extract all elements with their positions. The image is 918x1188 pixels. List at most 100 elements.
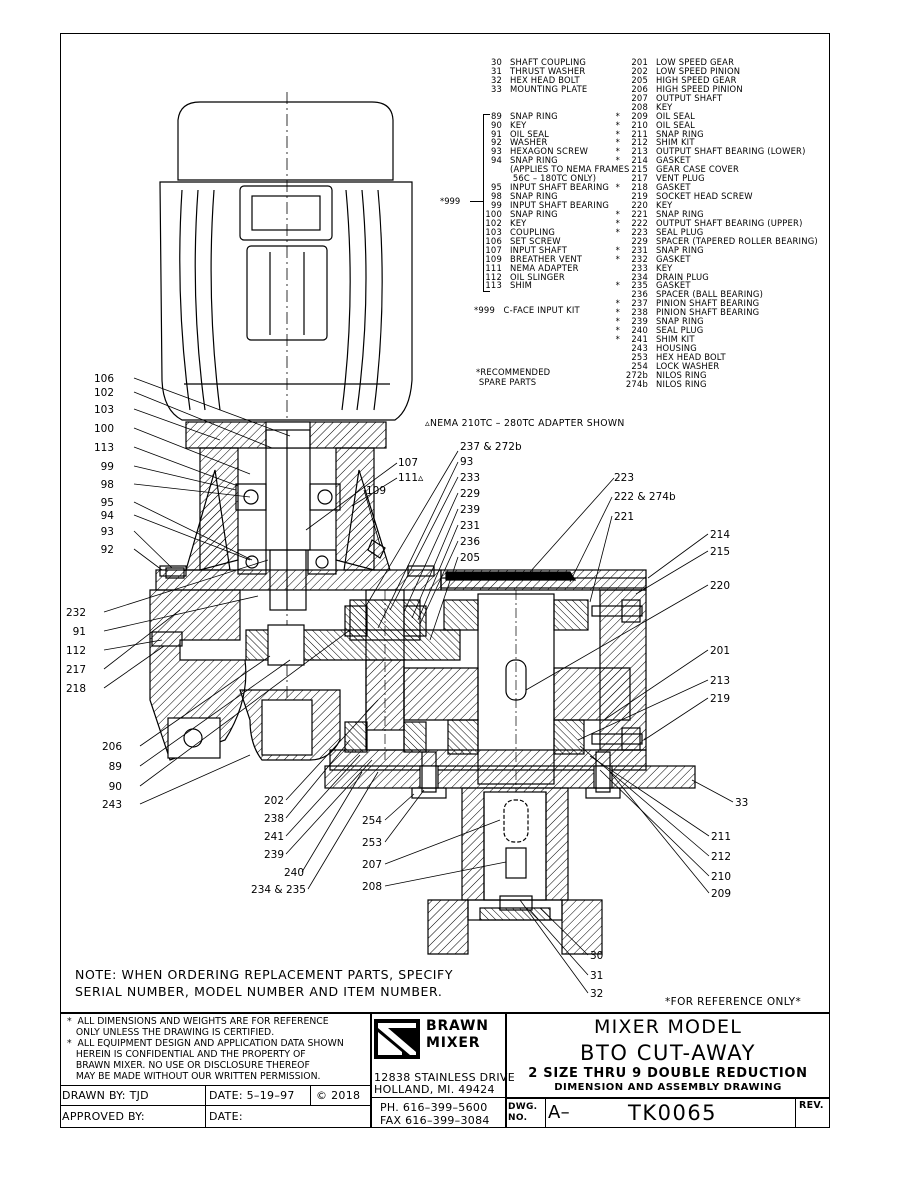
drawing-border [60,33,830,1128]
spare-part-star [466,192,474,201]
part-number: 106 [485,235,502,246]
part-number: 222 [631,217,648,228]
callout-31: 31 [590,970,603,982]
part-description: PINION SHAFT BEARING [656,307,760,318]
callout-102: 102 [94,387,114,399]
spare-part-star [466,219,474,228]
logo-mark-icon [374,1019,420,1059]
part-description: INPUT SHAFT BEARING [510,200,610,210]
callout-220: 220 [710,580,730,592]
parts-list-row: (APPLIES TO NEMA FRAMES [466,165,630,174]
title-block-rule-drawn [60,1085,370,1086]
callout-111: 111▵ [398,472,424,484]
part-description: LOW SPEED PINION [656,65,741,76]
spare-part-star [466,183,474,192]
parts-list-row: 33 MOUNTING PLATE [466,83,630,94]
callout-206: 206 [102,741,122,753]
part-description: OIL SEAL [656,110,695,121]
callout-240: 240 [284,867,304,879]
spare-part-star [466,228,474,237]
callout-212: 212 [711,851,731,863]
part-number: 94 [490,155,502,166]
spare-part-star [466,85,474,94]
part-number: 95 [490,182,502,193]
rev-label: REV. [799,1100,824,1111]
title-block-rule-approved [60,1105,370,1106]
drawn-by: DRAWN BY: TJD [62,1089,149,1102]
part-description: GASKET [656,253,691,264]
part-description: SNAP RING [656,128,704,139]
part-number: 109 [485,253,502,264]
callout-213: 213 [710,675,730,687]
part-description: OUTPUT SHAFT BEARING (UPPER) [656,217,803,228]
callout-91: 91 [73,626,86,638]
part-description: KEY [656,101,673,112]
spare-part-star: * [615,208,620,219]
callout-239a: 239 [460,504,480,516]
part-number: 219 [631,191,648,202]
part-description: HIGH SPEED GEAR [656,74,737,85]
part-number: 112 [485,271,502,282]
spare-part-star [466,255,474,264]
title-block-top-rule [60,1012,830,1014]
part-description: VENT PLUG [656,173,705,184]
part-number: 98 [490,191,502,202]
part-description: SEAL PLUG [656,226,704,237]
callout-107: 107 [398,457,418,469]
part-description: KEY [656,200,673,210]
part-number: 209 [631,110,648,121]
part-number: 239 [631,316,648,327]
spare-part-star [466,156,474,165]
part-description: SOCKET HEAD SCREW [656,191,753,202]
kit-bracket [483,114,490,292]
callout-103: 103 [94,404,114,416]
spare-part-star: * [615,316,620,327]
callout-254: 254 [362,815,382,827]
title-block-dwg-divider [545,1097,546,1128]
part-number: 111 [485,262,502,273]
part-description: MOUNTING PLATE [510,83,588,94]
part-number: 236 [631,289,648,300]
part-number: 93 [490,146,502,157]
part-description: SNAP RING [656,244,704,255]
callout-215: 215 [710,546,730,558]
callout-90: 90 [109,781,122,793]
callout-217: 217 [66,664,86,676]
callout-214: 214 [710,529,730,541]
spare-part-star [612,362,620,371]
callout-94: 94 [101,510,115,522]
part-number: 33 [490,83,502,94]
brawn-mixer-logo: BRAWN MIXER [374,1018,502,1062]
title-block-phone-rule [370,1097,505,1098]
callout-221: 221 [614,511,634,523]
part-number: 100 [485,208,502,219]
part-number: 210 [631,119,648,130]
spare-part-star: * [615,155,620,166]
part-number: 211 [631,128,648,139]
address-line-1: 12838 STAINLESS DRIVE [374,1071,516,1084]
spare-part-star [466,121,474,130]
spare-part-star: * [615,226,620,237]
part-number: 229 [631,235,648,246]
parts-list-row [466,94,630,103]
callout-253: 253 [362,837,382,849]
spare-part-star [612,58,620,67]
callout-113: 113 [94,442,114,454]
dwg-prefix: A– [548,1102,570,1123]
spare-part-star: * [615,137,620,148]
part-description: SNAP RING [510,110,558,121]
callout-219: 219 [710,693,730,705]
callout-95: 95 [101,497,114,509]
